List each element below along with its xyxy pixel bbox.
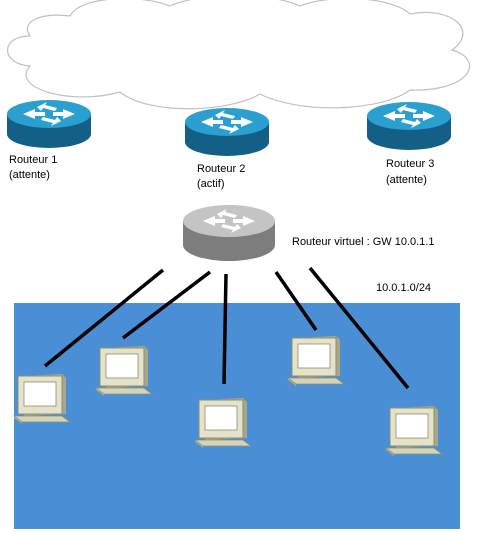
router-3-name: Routeur 3 xyxy=(386,158,435,170)
computer-icon xyxy=(287,335,345,387)
router-1-name: Routeur 1 xyxy=(9,154,58,166)
computer-icon xyxy=(194,397,252,449)
link-5 xyxy=(308,266,410,390)
virtual-router-icon xyxy=(183,205,275,261)
computer-icon xyxy=(13,373,71,425)
link-4 xyxy=(274,271,318,331)
virtual-router-label: Routeur virtuel : GW 10.0.1.1 xyxy=(292,236,435,248)
router-2-state: (actif) xyxy=(197,178,225,190)
link-1 xyxy=(43,268,165,368)
computer-icon xyxy=(385,405,443,457)
router-icon xyxy=(367,102,451,150)
link-2 xyxy=(121,270,212,340)
router-3-state: (attente) xyxy=(386,174,427,186)
link-3 xyxy=(222,273,228,385)
router-icon xyxy=(185,108,269,156)
router-icon xyxy=(7,100,91,148)
router-2-name: Routeur 2 xyxy=(197,163,246,175)
router-1-state: (attente) xyxy=(9,169,50,181)
cloud-icon xyxy=(6,0,471,110)
computer-icon xyxy=(95,345,153,397)
subnet-label: 10.0.1.0/24 xyxy=(376,282,432,294)
network-links xyxy=(43,266,410,390)
